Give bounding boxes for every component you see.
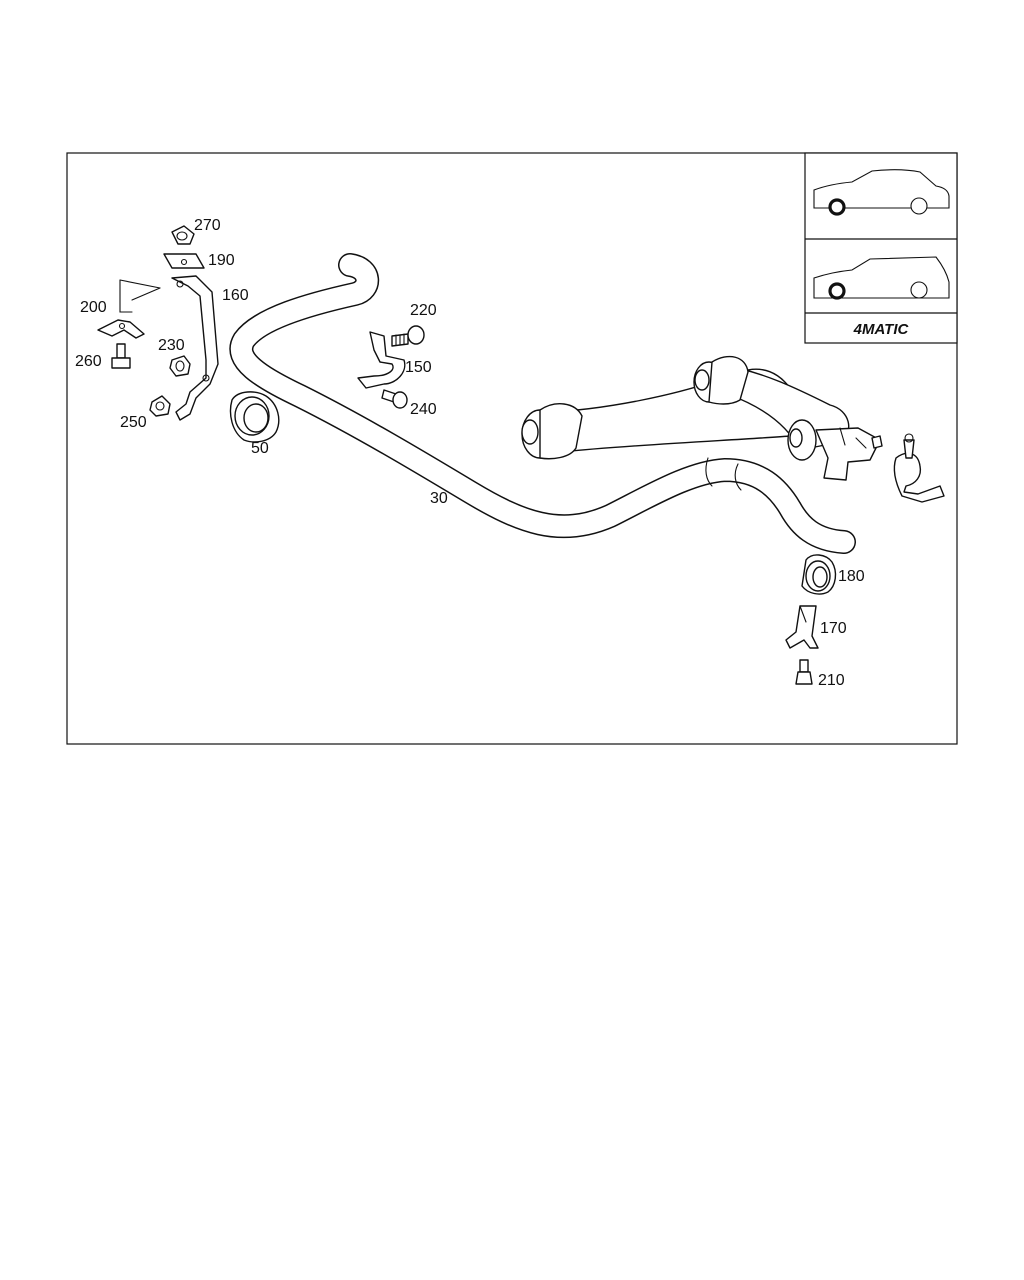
vehicle-legend: 4MATIC bbox=[804, 152, 958, 344]
callout-160: 160 bbox=[222, 287, 249, 304]
callout-200: 200 bbox=[80, 299, 107, 316]
control-arm bbox=[521, 355, 883, 481]
bracket-160 bbox=[171, 275, 219, 421]
bracket-200 bbox=[97, 279, 161, 339]
callout-30: 30 bbox=[430, 490, 448, 507]
clamp-150 bbox=[357, 331, 406, 389]
wagon-icon bbox=[813, 256, 950, 300]
callout-240: 240 bbox=[410, 401, 437, 418]
front-wheel-highlight-icon bbox=[828, 282, 846, 300]
nut-250 bbox=[149, 395, 171, 417]
bolt-260 bbox=[111, 343, 131, 369]
bolt-210 bbox=[795, 659, 813, 685]
callout-230: 230 bbox=[158, 337, 185, 354]
diagram-frame bbox=[66, 152, 958, 745]
callout-150: 150 bbox=[405, 359, 432, 376]
nut-240 bbox=[381, 389, 408, 409]
bushing-50 bbox=[229, 391, 280, 443]
front-wheel-highlight-icon bbox=[828, 198, 846, 216]
4matic-badge: 4MATIC bbox=[853, 321, 910, 338]
callout-190: 190 bbox=[208, 252, 235, 269]
leader-lines bbox=[131, 287, 161, 301]
callout-220: 220 bbox=[410, 302, 437, 319]
callout-260: 260 bbox=[75, 353, 102, 370]
callout-170: 170 bbox=[820, 620, 847, 637]
sedan-icon bbox=[813, 169, 950, 216]
callout-50: 50 bbox=[251, 440, 269, 457]
callout-250: 250 bbox=[120, 414, 147, 431]
callout-180: 180 bbox=[838, 568, 865, 585]
callout-270: 270 bbox=[194, 217, 221, 234]
bolt-220 bbox=[391, 325, 425, 347]
stabilizer-bar bbox=[229, 253, 856, 554]
nut-270 bbox=[171, 225, 195, 245]
link-ball-joint bbox=[893, 433, 945, 503]
callout-210: 210 bbox=[818, 672, 845, 689]
plate-190 bbox=[163, 253, 205, 269]
clamp-170 bbox=[785, 605, 819, 649]
nut-230 bbox=[169, 355, 191, 377]
bushing-180 bbox=[801, 554, 837, 595]
